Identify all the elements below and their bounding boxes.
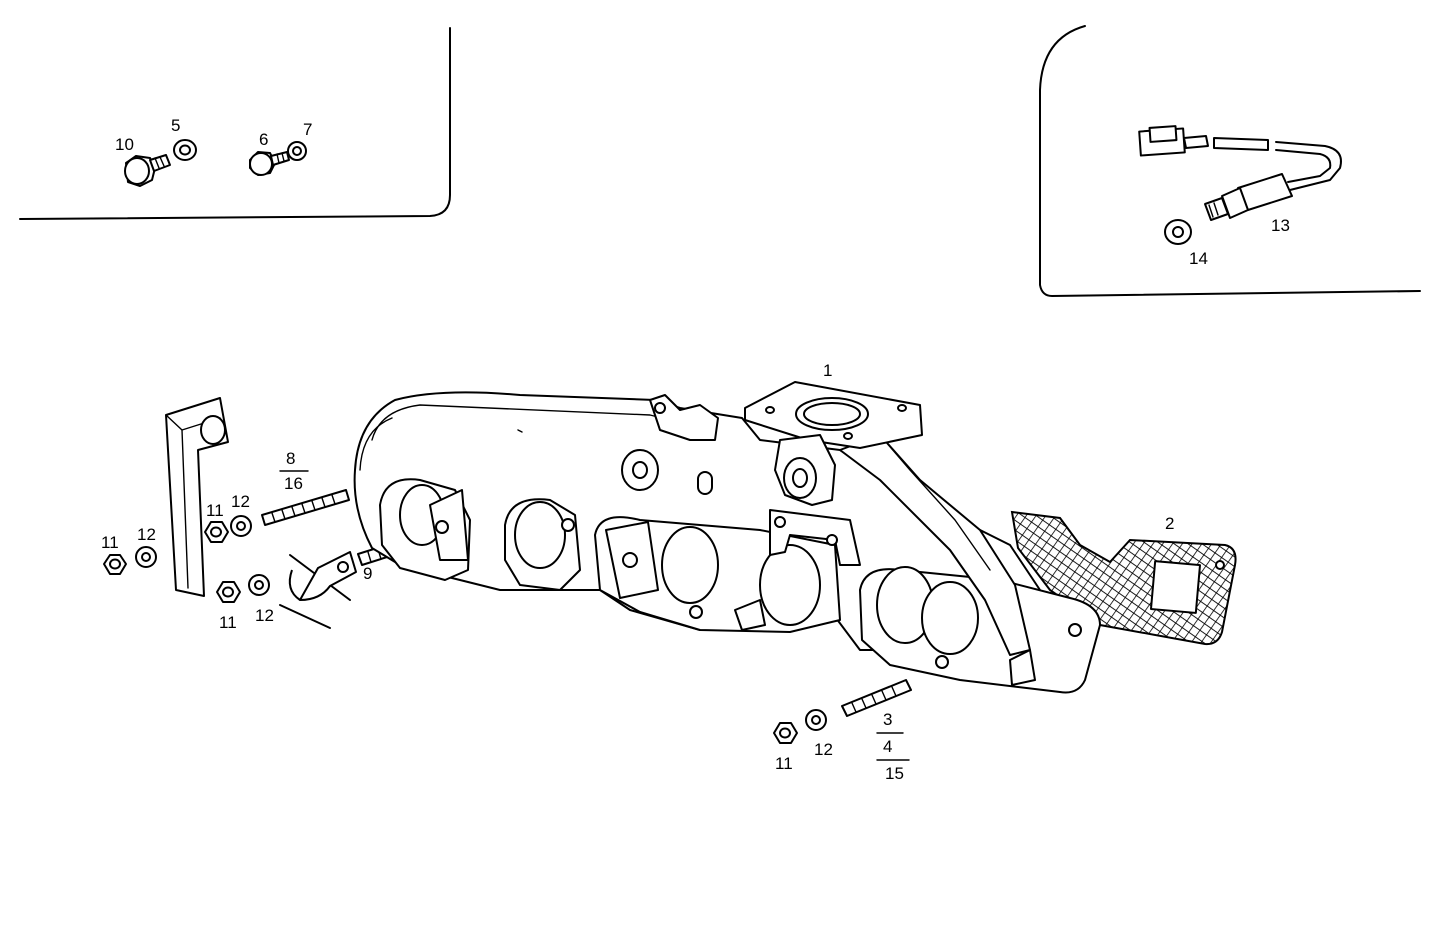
nut-11-icon	[216, 581, 241, 603]
washer-5-icon	[173, 139, 197, 161]
inset-frame-left	[19, 27, 451, 220]
sensor-13-icon	[1138, 125, 1342, 221]
callout-13: 13	[1271, 216, 1290, 235]
callout-labels: 1 2 3 4 15 5 6 7 8 16 9 10 11 12 11 12 1…	[101, 116, 1290, 783]
bolt-6-icon	[249, 151, 290, 176]
callout-2: 2	[1165, 514, 1174, 533]
callout-12: 12	[137, 525, 156, 544]
callout-9: 9	[363, 564, 372, 583]
callout-11: 11	[101, 533, 119, 552]
callout-12: 12	[231, 492, 250, 511]
washer-12-icon	[248, 574, 270, 596]
nut-11-icon	[204, 521, 229, 543]
nut-11-icon	[773, 722, 798, 744]
callout-4: 4	[883, 737, 892, 756]
pipe-clamp-icon	[279, 551, 357, 629]
callout-16: 16	[284, 474, 303, 493]
nut-11-icon	[103, 554, 127, 575]
callout-6: 6	[259, 130, 268, 149]
gasket-2-icon	[1010, 510, 1237, 646]
callout-5: 5	[171, 116, 180, 135]
callout-11: 11	[219, 613, 237, 632]
callout-3: 3	[883, 710, 892, 729]
washer-12-icon	[805, 709, 827, 731]
callout-14: 14	[1189, 249, 1208, 268]
stud-3-4-15-icon	[841, 679, 912, 717]
callout-1: 1	[823, 361, 832, 380]
exhaust-manifold-1-icon	[353, 381, 1101, 694]
washer-12-icon	[135, 546, 157, 568]
callout-10: 10	[115, 135, 134, 154]
stud-8-16-icon	[261, 489, 350, 526]
cylinder-head-edge	[165, 397, 229, 597]
callout-15: 15	[885, 764, 904, 783]
callout-7: 7	[303, 120, 312, 139]
washer-12-icon	[230, 515, 252, 537]
callout-11: 11	[775, 754, 793, 773]
inset-frame-right	[1039, 25, 1421, 297]
washer-14-icon	[1164, 219, 1192, 245]
callout-11: 11	[206, 501, 224, 520]
washer-7-icon	[287, 141, 307, 161]
callout-12: 12	[814, 740, 833, 759]
callout-8: 8	[286, 449, 295, 468]
callout-12: 12	[255, 606, 274, 625]
bolt-10-icon	[124, 154, 171, 187]
